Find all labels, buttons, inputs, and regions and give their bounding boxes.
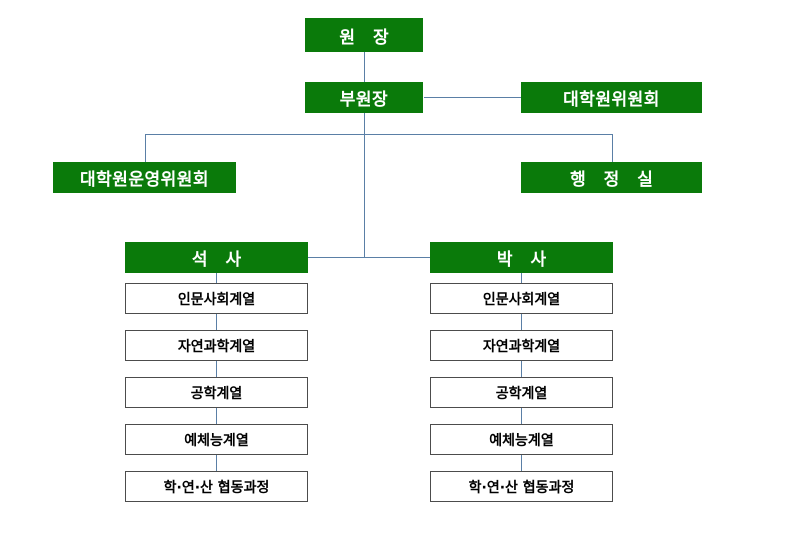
doctorate-program-item[interactable]: 학·연·산 협동과정: [430, 471, 613, 502]
connector-director-to-vice: [364, 52, 365, 82]
node-graduate-committee[interactable]: 대학원위원회: [521, 82, 702, 113]
connector-masters-doctorate-bus: [308, 257, 431, 258]
doctorate-program-label: 학·연·산 협동과정: [468, 479, 575, 496]
node-director-label: 원 장: [339, 27, 395, 48]
node-vice-director[interactable]: 부원장: [305, 82, 423, 113]
node-doctorate-label: 박 사: [496, 250, 553, 270]
connector-doctorate-column-spine: [521, 272, 522, 472]
node-masters-label: 석 사: [191, 250, 248, 270]
connector-center-spine: [364, 134, 365, 257]
node-graduate-steering-committee[interactable]: 대학원운영위원회: [53, 162, 236, 193]
doctorate-program-item[interactable]: 공학계열: [430, 377, 613, 408]
masters-program-label: 자연과학계열: [177, 338, 256, 355]
node-graduate-committee-label: 대학원위원회: [563, 90, 660, 110]
masters-program-item[interactable]: 학·연·산 협동과정: [125, 471, 308, 502]
masters-program-label: 공학계열: [190, 385, 243, 402]
masters-program-item[interactable]: 인문사회계열: [125, 283, 308, 314]
connector-bus-to-administration: [612, 134, 613, 162]
node-doctorate[interactable]: 박 사: [430, 242, 613, 273]
masters-program-label: 예체능계열: [184, 432, 249, 449]
connector-masters-column-spine: [216, 272, 217, 472]
doctorate-program-label: 자연과학계열: [482, 338, 561, 355]
masters-program-item[interactable]: 예체능계열: [125, 424, 308, 455]
node-vice-director-label: 부원장: [339, 90, 389, 110]
doctorate-program-label: 공학계열: [495, 385, 548, 402]
masters-program-label: 학·연·산 협동과정: [163, 479, 270, 496]
masters-program-item[interactable]: 자연과학계열: [125, 330, 308, 361]
doctorate-program-label: 인문사회계열: [482, 291, 561, 308]
node-graduate-steering-committee-label: 대학원운영위원회: [79, 170, 210, 190]
node-administration-office-label: 행 정 실: [570, 170, 659, 190]
doctorate-program-item[interactable]: 인문사회계열: [430, 283, 613, 314]
node-masters[interactable]: 석 사: [125, 242, 308, 273]
connector-vice-down: [364, 113, 365, 134]
node-administration-office[interactable]: 행 정 실: [521, 162, 702, 193]
doctorate-program-item[interactable]: 예체능계열: [430, 424, 613, 455]
connector-vice-to-graduate-committee: [424, 97, 522, 98]
masters-program-item[interactable]: 공학계열: [125, 377, 308, 408]
doctorate-program-item[interactable]: 자연과학계열: [430, 330, 613, 361]
connector-horizontal-bus: [145, 134, 613, 135]
doctorate-program-label: 예체능계열: [489, 432, 554, 449]
connector-bus-to-steering-committee: [145, 134, 146, 162]
node-director[interactable]: 원 장: [305, 18, 423, 52]
masters-program-label: 인문사회계열: [177, 291, 256, 308]
